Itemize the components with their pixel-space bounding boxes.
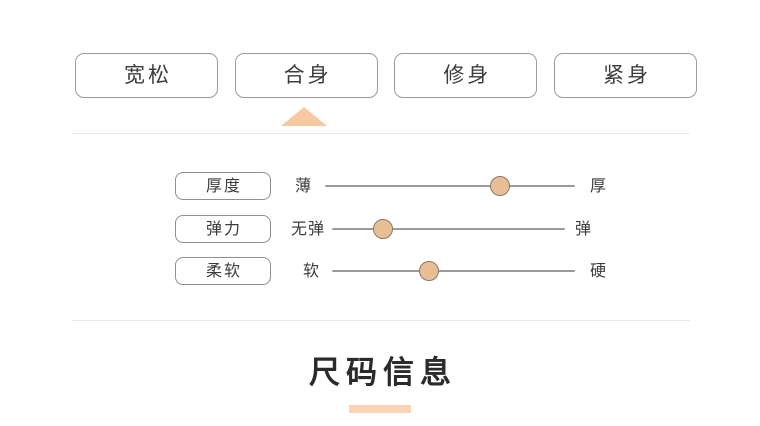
slider-min-label-softness: 软	[302, 261, 320, 280]
fit-option-tight[interactable]: 紧身	[553, 52, 697, 98]
slider-max-label-softness: 硬	[590, 261, 608, 280]
slider-max-label-elasticity: 弹	[575, 219, 593, 238]
divider-top	[72, 133, 690, 134]
attribute-label-elasticity[interactable]: 弹力	[175, 215, 271, 243]
attribute-label-softness[interactable]: 柔软	[175, 257, 271, 285]
slider-row-softness: 柔软 软 硬	[0, 256, 760, 286]
slider-track-line-softness	[332, 270, 575, 272]
size-info-heading: 尺码信息	[309, 355, 457, 391]
slider-max-label-thickness: 厚	[590, 176, 608, 195]
slider-track-thickness[interactable]	[325, 176, 575, 196]
slider-min-label-elasticity: 无弹	[290, 219, 325, 238]
slider-handle-elasticity[interactable]	[373, 219, 394, 239]
slider-track-softness[interactable]	[332, 261, 575, 281]
selected-fit-marker-triangle-icon	[281, 107, 327, 126]
attribute-label-thickness[interactable]: 厚度	[175, 172, 271, 200]
fit-option-loose[interactable]: 宽松	[75, 52, 218, 98]
size-info-heading-underline	[349, 405, 411, 413]
slider-handle-softness[interactable]	[419, 261, 440, 281]
slider-track-line-elasticity	[332, 228, 565, 230]
slider-track-line-thickness	[325, 185, 575, 187]
fit-type-selector: 宽松 合身 修身 紧身	[75, 52, 697, 98]
slider-row-thickness: 厚度 薄 厚	[0, 171, 760, 201]
fit-option-regular[interactable]: 合身	[234, 52, 378, 98]
slider-handle-thickness[interactable]	[490, 176, 510, 196]
fit-option-slim[interactable]: 修身	[394, 52, 538, 98]
slider-min-label-thickness: 薄	[294, 176, 312, 195]
slider-row-elasticity: 弹力 无弹 弹	[0, 214, 760, 244]
attribute-sliders: 厚度 薄 厚 弹力 无弹 弹 柔软 软 硬	[0, 160, 760, 300]
divider-bottom	[72, 320, 690, 321]
slider-track-elasticity[interactable]	[332, 219, 565, 239]
